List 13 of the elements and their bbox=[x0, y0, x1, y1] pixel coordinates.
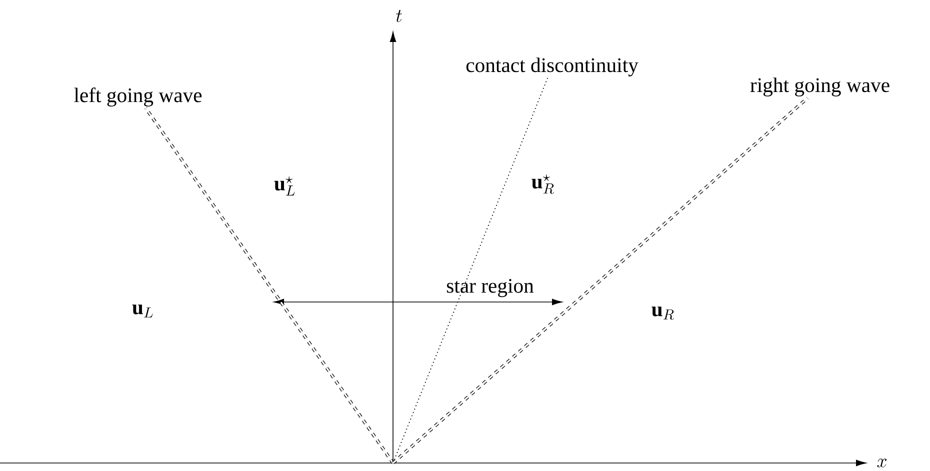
wave-label: contact discontinuity bbox=[466, 58, 638, 76]
wave-line bbox=[144, 107, 394, 464]
region-label: star region bbox=[446, 278, 534, 298]
wave-line bbox=[392, 78, 548, 464]
axis-label: $x$ bbox=[877, 458, 887, 468]
state-label: $\mathbf{u}_L$ bbox=[132, 304, 153, 318]
wave-label: right going wave bbox=[750, 78, 890, 96]
state-label: $\mathbf{u}_R^\star$ bbox=[532, 174, 554, 194]
state-label: $\mathbf{u}_L^\star$ bbox=[274, 176, 295, 196]
wave-line bbox=[392, 96, 809, 464]
axis-label: $t$ bbox=[396, 10, 402, 22]
state-label: $\mathbf{u}_R$ bbox=[652, 306, 674, 320]
wave-label: left going wave bbox=[74, 88, 202, 106]
